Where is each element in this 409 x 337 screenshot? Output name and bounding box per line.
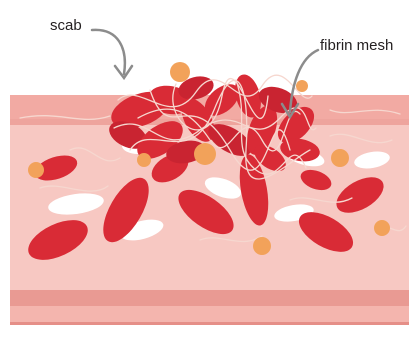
platelet — [296, 80, 308, 92]
platelet — [374, 220, 390, 236]
scab-label: scab — [50, 17, 82, 34]
platelet — [253, 237, 271, 255]
platelet — [194, 143, 216, 165]
tissue-base — [10, 306, 409, 324]
platelet — [170, 62, 190, 82]
platelet — [28, 162, 44, 178]
tissue-bottom-band — [10, 290, 409, 306]
scab-arrow — [92, 30, 125, 74]
fibrin-mesh-label: fibrin mesh — [320, 37, 393, 54]
platelet — [137, 153, 151, 167]
platelet — [331, 149, 349, 167]
tissue-base-edge — [10, 322, 409, 325]
